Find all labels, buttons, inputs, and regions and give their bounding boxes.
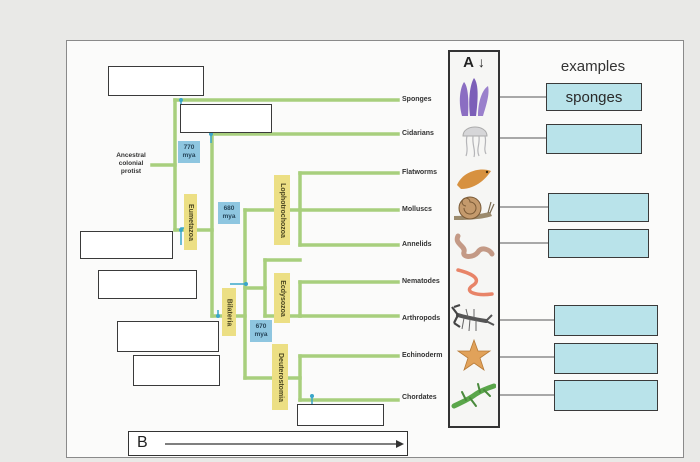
axis-b-letter: B	[137, 434, 148, 451]
sponge-icon	[459, 78, 489, 116]
clade-badge-ecdysozoa: Ecdysozoa	[274, 273, 290, 323]
column-a-header: A ↓	[450, 52, 498, 72]
jellyfish-icon	[462, 126, 488, 158]
taxon-label-molluscs: Molluscs	[402, 206, 432, 213]
example-box-annelids[interactable]	[548, 229, 649, 258]
taxon-label-echinoderms: Echinoderm	[402, 352, 443, 359]
column-a-letter: A	[463, 53, 474, 71]
answer-box-eumetazoa-node[interactable]	[180, 104, 272, 133]
clade-badge-lophotrochozoa: Lophotrochozoa	[274, 175, 290, 245]
taxon-label-sponges: Sponges	[402, 96, 432, 103]
example-box-cnidarians[interactable]	[546, 124, 642, 154]
answer-box-top-left[interactable]	[108, 66, 204, 96]
clade-badge-bilateria: Bilateria	[222, 288, 236, 336]
example-box-molluscs[interactable]	[548, 193, 649, 222]
starfish-icon	[456, 338, 492, 372]
example-box-sponges[interactable]: sponges	[546, 83, 642, 111]
taxon-label-cnidarians: Cidarians	[402, 130, 434, 137]
lobster-icon	[451, 303, 495, 332]
root-label: Ancestral colonial protist	[116, 152, 146, 175]
example-box-chordates[interactable]	[554, 380, 658, 411]
taxon-label-chordates: Chordates	[402, 394, 437, 401]
down-arrow-icon: ↓	[477, 54, 485, 70]
example-box-arthropods[interactable]	[554, 305, 658, 336]
taxon-label-annelids: Annelids	[402, 241, 432, 248]
answer-box-bilateria-node[interactable]	[98, 270, 197, 299]
taxon-label-nematodes: Nematodes	[402, 278, 440, 285]
snail-icon	[454, 196, 495, 220]
flatworm-icon	[457, 169, 491, 189]
answer-box-mid-left[interactable]	[80, 231, 173, 259]
answer-box-chordate-node[interactable]	[297, 404, 384, 426]
taxon-label-flatworms: Flatworms	[402, 169, 438, 176]
nematode-icon	[456, 268, 494, 297]
taxon-label-arthropods: Arthropods	[402, 315, 441, 322]
examples-header: examples	[560, 58, 626, 75]
clade-badge-eumetazoa: Eumetazoa	[184, 194, 197, 250]
lizard-icon	[451, 383, 496, 409]
answer-box-lower-left-1[interactable]	[117, 321, 219, 352]
clade-badge-deuterostomia: Deuterostomia	[272, 344, 288, 410]
answer-box-lower-left-2[interactable]	[133, 355, 220, 386]
annelid-worm-icon	[454, 233, 495, 259]
example-box-echinoderms[interactable]	[554, 343, 658, 374]
